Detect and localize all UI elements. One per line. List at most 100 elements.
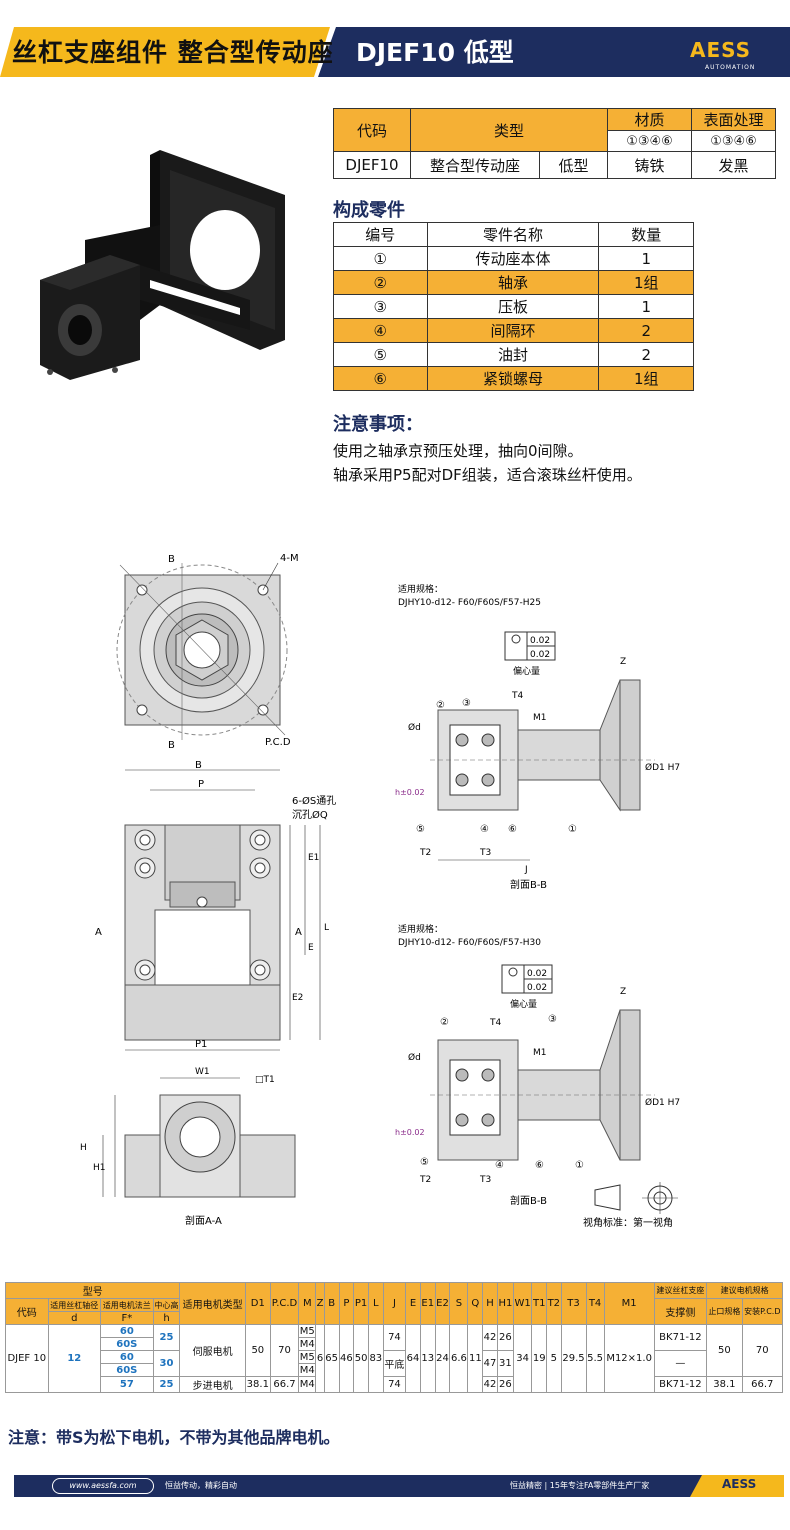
bt-h-d: 适用丝杠轴径 <box>47 1298 102 1312</box>
sec1-t2: T2 <box>419 848 431 858</box>
bt-col: T4 <box>585 1282 605 1325</box>
sec1-tol2: 0.02 <box>530 650 550 660</box>
sec1-z: Z <box>620 657 626 667</box>
bt-val-stop: 50 <box>706 1324 743 1377</box>
sec2-n5: ⑤ <box>420 1157 429 1168</box>
table-row: ② 轴承 1组 <box>333 270 694 295</box>
part-name: 轴承 <box>426 270 600 295</box>
part-name: 紧锁螺母 <box>426 366 600 391</box>
bt-col: M1 <box>603 1282 655 1325</box>
projection-label: 视角标准：第一视角 <box>583 1216 673 1229</box>
footer-logo-badge <box>690 1475 784 1497</box>
part-name: 间隔环 <box>426 318 600 343</box>
sec2-h: h±0.02 <box>395 1128 425 1137</box>
bt-col: B <box>323 1282 340 1325</box>
sec2-n4: ④ <box>495 1160 504 1171</box>
footer-url-link[interactable]: www.aessfa.com <box>52 1478 154 1494</box>
side-label-s: 6-ØS通孔 <box>292 795 336 807</box>
spec-material-options: ①③④⑥ <box>607 130 692 152</box>
notes-title: 注意事项： <box>333 414 423 435</box>
bt-val-m: M5 <box>298 1324 317 1338</box>
bt-sub-d: d <box>47 1311 102 1325</box>
spec-surface: 发黑 <box>691 151 776 179</box>
sec2-n3: ③ <box>548 1014 557 1025</box>
page-title: 丝杠支座组件 整合型传动座 <box>12 38 334 67</box>
sec2-z: Z <box>620 987 626 997</box>
front-label-pcd: P.C.D <box>265 737 291 748</box>
sec2-spec: DJHY10-d12- F60/F60S/F57-H30 <box>398 938 541 948</box>
bt-val-m: M4 <box>298 1363 317 1377</box>
front-label-b-bot: B <box>168 740 175 751</box>
side-label-p1: P1 <box>195 1039 207 1050</box>
sec1-d: Ød <box>408 722 421 733</box>
bt-sub-f: F* <box>100 1311 154 1325</box>
bt-val-b: 65 <box>323 1324 340 1393</box>
bt-col: P1 <box>353 1282 369 1325</box>
sec2-d1: ØD1 H7 <box>645 1097 680 1108</box>
section-label-t1: □T1 <box>255 1075 275 1085</box>
side-label-l: L <box>324 923 329 933</box>
note-line-1: 使用之轴承京预压处理，抽向0间隙。 <box>333 442 583 460</box>
sec2-t4: T4 <box>489 1018 501 1028</box>
part-qty: 1组 <box>598 270 694 295</box>
bt-val-f: 60 <box>100 1350 154 1364</box>
spec-code: DJEF10 <box>333 151 411 179</box>
bt-col: Q <box>467 1282 484 1325</box>
part-no: ① <box>333 246 428 271</box>
bt-col: L <box>367 1282 384 1325</box>
bt-support-sub: 支撑侧 <box>653 1298 708 1325</box>
side-view-drawing: B P 6-ØS通孔 沉孔ØQ A A E1 E L E2 P1 <box>95 760 336 1051</box>
bt-val-hh: 42 <box>482 1324 498 1351</box>
bt-val-t1: 19 <box>531 1324 548 1393</box>
spec-surface-options: ①③④⑥ <box>691 130 776 152</box>
sec1-n4: ④ <box>480 824 489 835</box>
sec1-n5: ⑤ <box>416 824 425 835</box>
note-line-2: 轴承采用P5配对DF组装，适合滚珠丝杆使用。 <box>333 466 642 484</box>
bt-col: P <box>338 1282 355 1325</box>
front-label-b-top: B <box>168 554 175 565</box>
bt-val-m: M5 <box>298 1350 317 1364</box>
bt-val-h1: 26 <box>496 1376 514 1393</box>
bt-col: J <box>382 1282 407 1325</box>
sec2-tol2: 0.02 <box>527 983 547 993</box>
part-qty: 1 <box>598 246 694 271</box>
parts-table: 编号 零件名称 数量 ① 传动座本体 1 ② 轴承 1组 ③ 压板 1 ④ 间隔… <box>333 222 694 391</box>
table-row: ⑤ 油封 2 <box>333 342 694 367</box>
footer-company: 恒益精密 | 15年专注FA零部件生产厂家 <box>510 1481 650 1490</box>
part-no: ④ <box>333 318 428 343</box>
bt-val-h: 30 <box>152 1350 181 1377</box>
section-bb-drawing-1: 适用规格： DJHY10-d12- F60/F60S/F57-H25 0.02 … <box>395 583 680 890</box>
sec2-d: Ød <box>408 1052 421 1063</box>
table-row: 60 30 M5 平底 47 31 — <box>6 1350 783 1377</box>
side-label-p: P <box>198 779 204 790</box>
bt-support: 建议丝杠支座 <box>653 1282 708 1299</box>
bt-col: E1 <box>419 1282 436 1325</box>
side-label-a-left: A <box>95 927 102 938</box>
sec2-m1: M1 <box>533 1048 547 1058</box>
header-banner-left <box>0 27 330 77</box>
section-label-h1: H1 <box>93 1163 106 1173</box>
sec1-t3: T3 <box>479 848 491 858</box>
sec1-j: J <box>524 865 528 875</box>
spec-header-type: 类型 <box>410 108 608 152</box>
sec1-caption: 剖面B-B <box>510 878 547 890</box>
spec-header-code: 代码 <box>333 108 411 152</box>
sec2-n2: ② <box>440 1017 449 1028</box>
bt-col: T2 <box>546 1282 562 1325</box>
bt-val-f: 60 <box>100 1324 154 1338</box>
bt-val-t3: 29.5 <box>560 1324 587 1393</box>
footnote: 注意：带S为松下电机，不带为其他品牌电机。 <box>8 1428 340 1447</box>
sec1-n2: ② <box>436 700 445 711</box>
bt-val-l: 83 <box>367 1324 384 1393</box>
part-no: ⑤ <box>333 342 428 367</box>
part-qty: 2 <box>598 318 694 343</box>
bt-col: T3 <box>560 1282 587 1325</box>
bt-h-f: 适用电机法兰 <box>100 1298 154 1312</box>
bt-motor-type: 适用电机类型 <box>179 1282 246 1325</box>
sec2-eccentric: 偏心量 <box>510 998 537 1010</box>
bt-val-d: 12 <box>47 1324 102 1393</box>
bt-val-support: — <box>653 1350 708 1377</box>
parts-header-name: 零件名称 <box>426 222 600 247</box>
sec1-n3: ③ <box>462 698 471 709</box>
side-label-q: 沉孔ØQ <box>292 808 328 821</box>
